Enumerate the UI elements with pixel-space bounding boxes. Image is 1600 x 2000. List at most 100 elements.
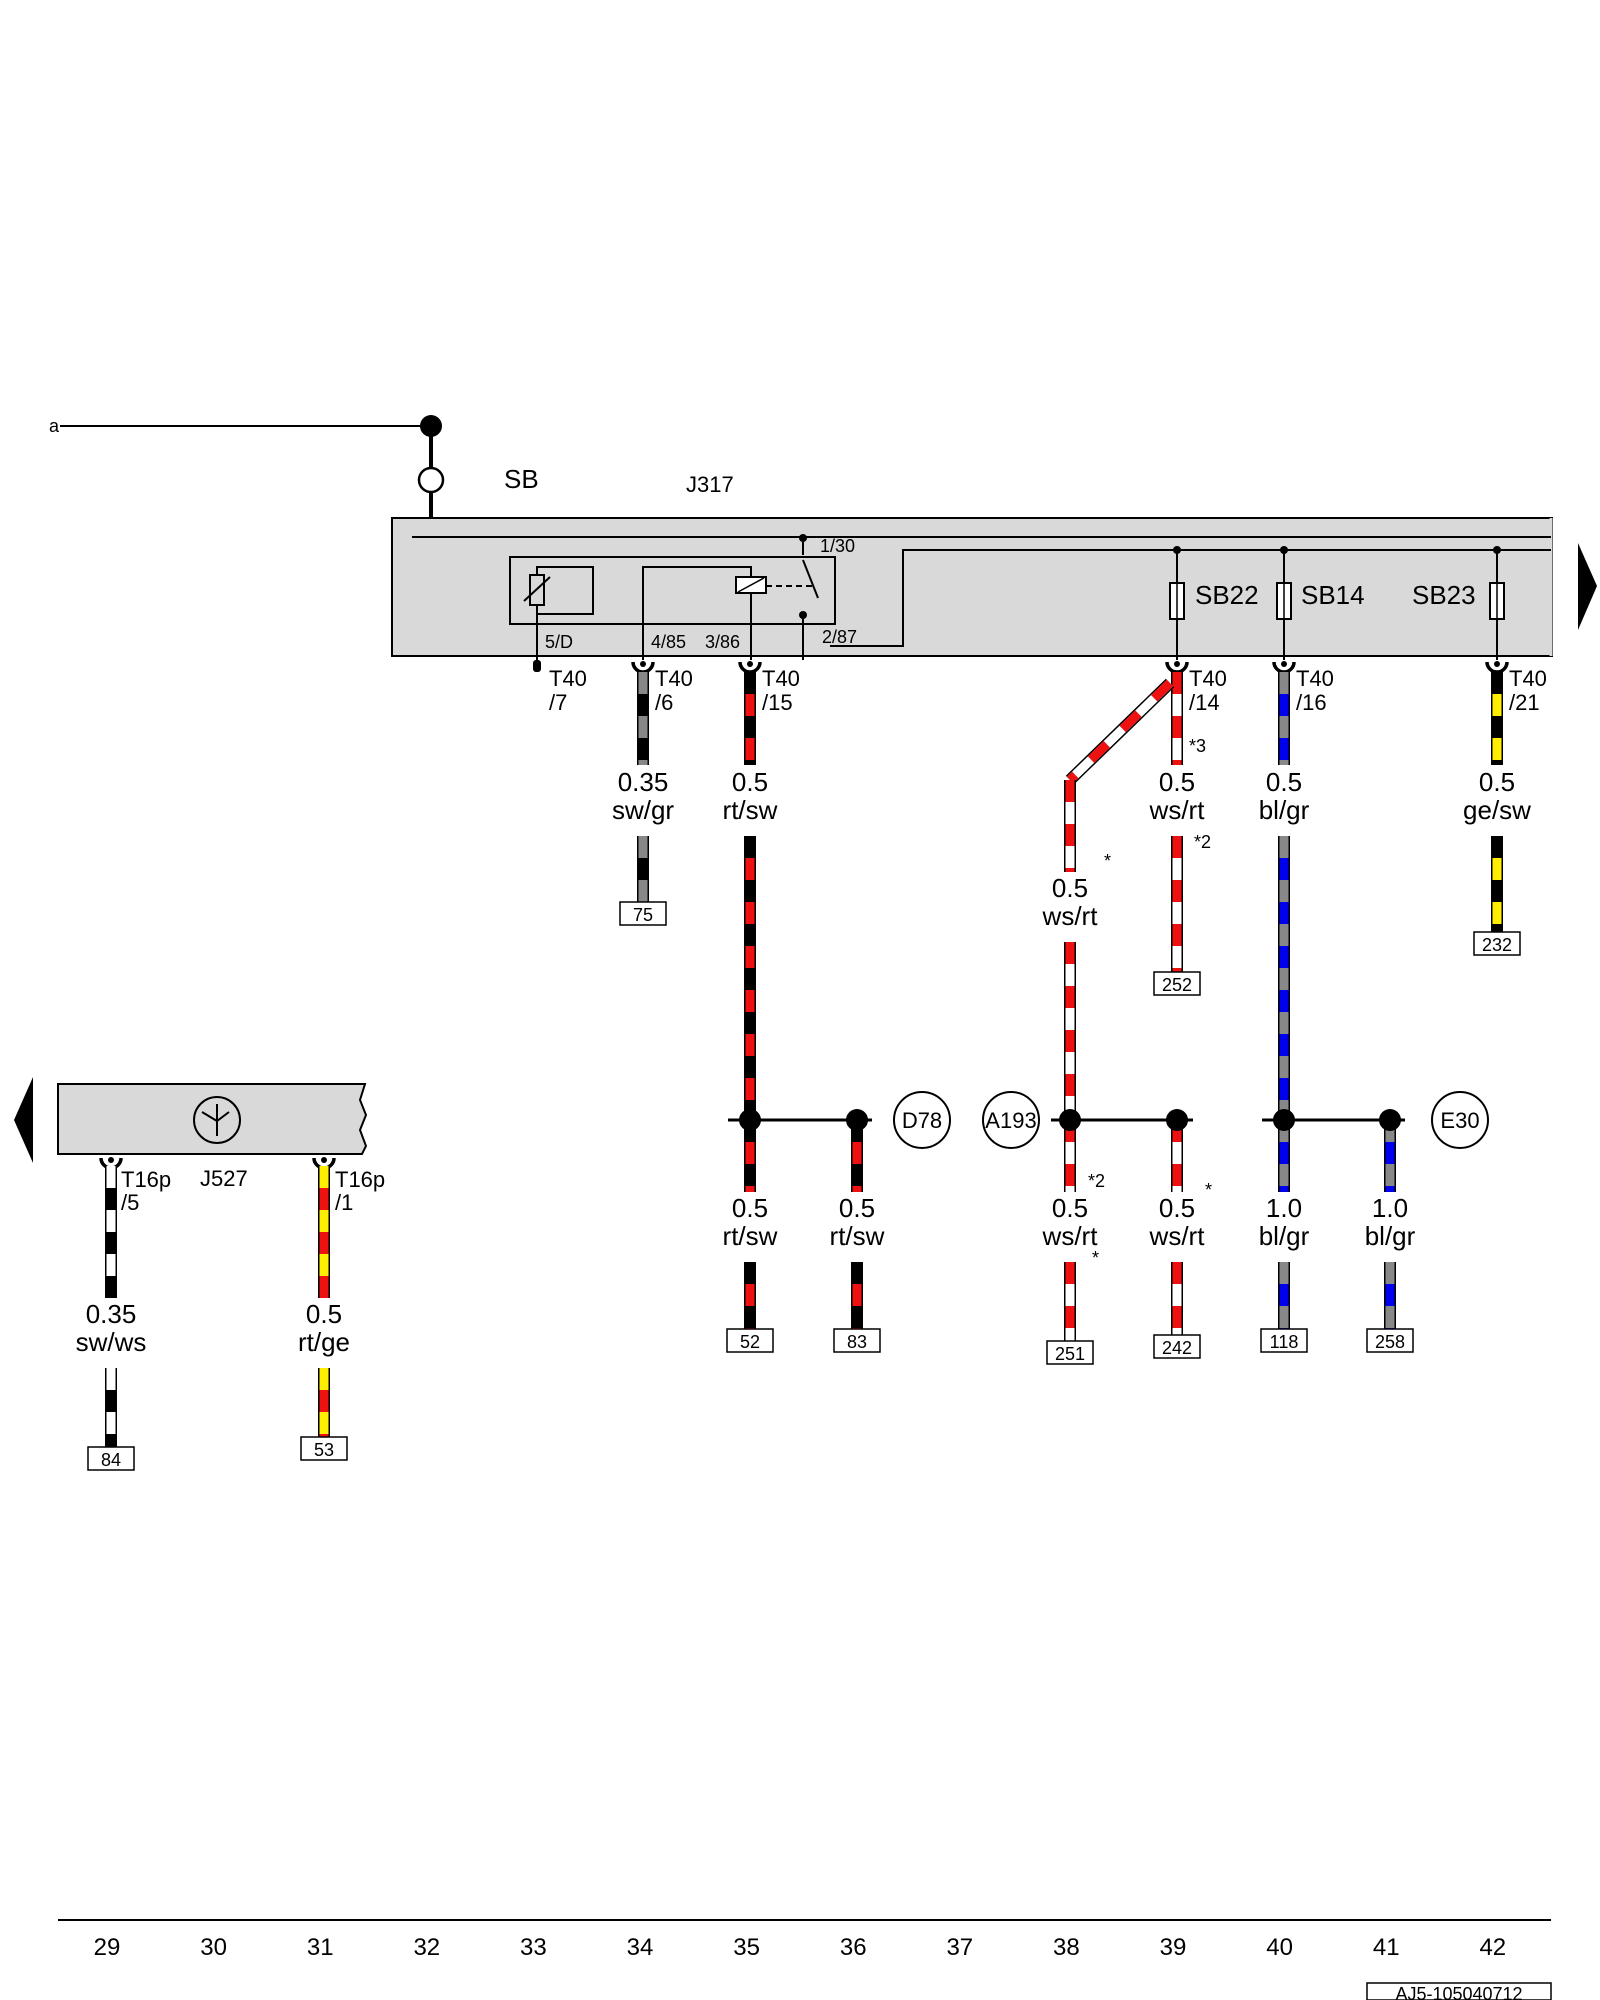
axis-label-34: 34: [627, 1934, 654, 1961]
ref-75[interactable]: 75: [633, 905, 653, 925]
connector-t40-15-pin: [747, 661, 753, 667]
conn-t40-7-b: /7: [549, 690, 567, 715]
junction-41: [1379, 1109, 1401, 1131]
fuse-sb14-node: [1280, 546, 1288, 554]
ref-box-252[interactable]: [1153, 971, 1201, 996]
conn-t40-15-b: /15: [762, 690, 793, 715]
conn-t40-7-a: T40: [549, 666, 587, 691]
conn-t40-21-a: T40: [1509, 666, 1547, 691]
fuse-sb14-label: SB14: [1301, 580, 1365, 610]
relay-coil-wire: [536, 566, 594, 615]
wires: [105, 672, 1503, 1447]
fusebox-name: SB: [504, 464, 539, 494]
ref-258[interactable]: 258: [1375, 1332, 1405, 1352]
w232-size: 0.5: [1479, 767, 1515, 797]
w251-color: ws/rt: [1042, 1221, 1099, 1251]
ref-box-75[interactable]: [619, 901, 667, 926]
pin-2-87: 2/87: [822, 627, 857, 647]
conn-t40-21-b: /21: [1509, 690, 1540, 715]
connector-t40-16-pin: [1281, 661, 1287, 667]
ref-84[interactable]: 84: [101, 1450, 121, 1470]
conn-t40-14-a: T40: [1189, 666, 1227, 691]
conn-t40-16-b: /16: [1296, 690, 1327, 715]
axis-label-37: 37: [946, 1934, 973, 1961]
w52-color: rt/sw: [723, 1221, 778, 1251]
w38-size: 0.5: [1052, 873, 1088, 903]
ref-252[interactable]: 252: [1162, 975, 1192, 995]
axis-label-36: 36: [840, 1934, 867, 1961]
fuse-sb23-label: SB23: [1412, 580, 1476, 610]
w53-size: 0.5: [306, 1299, 342, 1329]
axis-label-29: 29: [94, 1934, 121, 1961]
ref-box-52[interactable]: [726, 1328, 774, 1353]
relay-wire-4: [642, 566, 752, 660]
ref-box-242[interactable]: [1153, 1334, 1201, 1359]
ref-box-118[interactable]: [1260, 1328, 1308, 1353]
pin-4-85: 4/85: [651, 632, 686, 652]
relay-switch-blade: [802, 559, 819, 599]
ref-box-84[interactable]: [87, 1446, 135, 1471]
axis-label-42: 42: [1479, 1934, 1506, 1961]
diagram-id: AJ5-105040712: [1395, 1984, 1522, 2000]
w75-color: sw/gr: [612, 795, 674, 825]
w118b-color: bl/gr: [1259, 1221, 1310, 1251]
node-d78-label: D78: [902, 1108, 942, 1133]
axis-label-40: 40: [1266, 1934, 1293, 1961]
axis-label-35: 35: [733, 1934, 760, 1961]
ref-box-232[interactable]: [1473, 931, 1521, 956]
ref-83[interactable]: 83: [847, 1332, 867, 1352]
node-a193-circle: [982, 1091, 1040, 1149]
ref-53[interactable]: 53: [314, 1440, 334, 1460]
fuse-sb22-node: [1173, 546, 1181, 554]
relay-box: [509, 556, 836, 625]
junction-35: [739, 1109, 761, 1131]
module-j527-label: J527: [200, 1166, 248, 1191]
w38-note: *: [1104, 851, 1111, 871]
ref-118[interactable]: 118: [1270, 1332, 1299, 1352]
wire-38-diag-base: [1066, 679, 1174, 784]
w251-size: 0.5: [1052, 1193, 1088, 1223]
w252-note-2: *2: [1194, 832, 1211, 852]
ref-52[interactable]: 52: [740, 1332, 760, 1352]
w83-color: rt/sw: [830, 1221, 885, 1251]
pin-3-86: 3/86: [705, 632, 740, 652]
diagram-id-box: [1366, 1982, 1552, 2000]
w251-note-2: *2: [1088, 1171, 1105, 1191]
w232-color: ge/sw: [1463, 795, 1531, 825]
connector-t40-6-pin: [640, 661, 646, 667]
w75-size: 0.35: [618, 767, 669, 797]
axis-label-32: 32: [413, 1934, 440, 1961]
conn-t40-15-a: T40: [762, 666, 800, 691]
connector-t40-21-pin: [1494, 661, 1500, 667]
ref-box-53[interactable]: [300, 1436, 348, 1461]
w84-size: 0.35: [86, 1299, 137, 1329]
ref-251[interactable]: 251: [1055, 1344, 1085, 1364]
w251-note: *: [1092, 1248, 1099, 1268]
w83-size: 0.5: [839, 1193, 875, 1223]
fuse-sb22-label: SB22: [1195, 580, 1259, 610]
w242-color: ws/rt: [1149, 1221, 1206, 1251]
ref-box-83[interactable]: [833, 1328, 881, 1353]
w118b-size: 1.0: [1266, 1193, 1302, 1223]
w252-color: ws/rt: [1149, 795, 1206, 825]
w53-color: rt/ge: [298, 1327, 350, 1357]
conn-t40-6-a: T40: [655, 666, 693, 691]
junction-36: [846, 1109, 868, 1131]
relay-unit-name: J317: [686, 472, 734, 497]
steering-sensor-icon: [193, 1096, 241, 1144]
conn-t16p-1-a: T16p: [335, 1167, 385, 1192]
w118-size: 0.5: [1266, 767, 1302, 797]
w258-color: bl/gr: [1365, 1221, 1416, 1251]
ref-box-251[interactable]: [1046, 1340, 1094, 1365]
junction-38: [1059, 1109, 1081, 1131]
w242-note: *: [1205, 1180, 1212, 1200]
ref-242[interactable]: 242: [1162, 1338, 1192, 1358]
ref-232[interactable]: 232: [1482, 935, 1512, 955]
node-a193-label: A193: [985, 1108, 1036, 1133]
axis-label-31: 31: [307, 1934, 334, 1961]
node-e30-label: E30: [1440, 1108, 1479, 1133]
ref-box-258[interactable]: [1366, 1328, 1414, 1353]
w38-color: ws/rt: [1042, 901, 1099, 931]
